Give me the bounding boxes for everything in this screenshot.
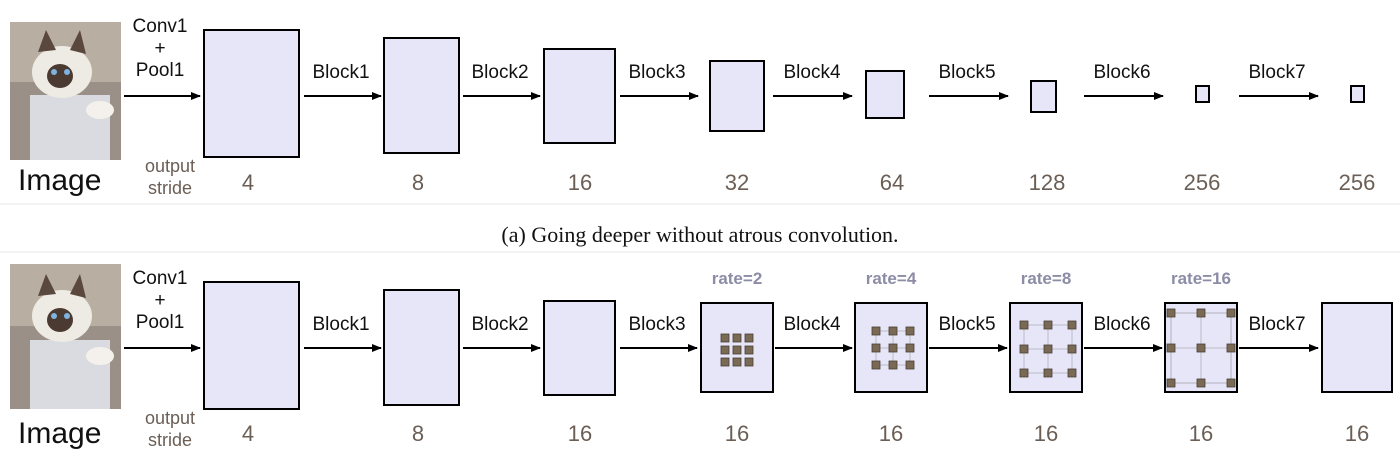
- block-label: Block6: [1093, 314, 1150, 335]
- rate-label: rate=4: [866, 269, 917, 288]
- stride-value: 16: [1189, 421, 1213, 446]
- block-label: Block7: [1248, 314, 1305, 335]
- stride-value: 16: [568, 421, 592, 446]
- atrous-kernel-rate-8: [1019, 320, 1077, 378]
- stem-label-line1: Conv1: [133, 16, 188, 37]
- feature-map: [865, 70, 905, 119]
- feature-map-stem: [203, 281, 300, 410]
- input-label: Image: [18, 417, 101, 450]
- block-label: Block6: [1093, 62, 1150, 83]
- stride-label-line2: stride: [148, 178, 192, 198]
- stride-value: 16: [1034, 421, 1058, 446]
- stride-value: 16: [568, 170, 592, 195]
- atrous-kernel-rate-4: [871, 326, 915, 370]
- panel-b: Image Conv1 + Pool1 output stride 4 Bloc…: [10, 264, 1393, 450]
- stem-label-line2: +: [154, 290, 165, 311]
- panel-a-caption: (a) Going deeper without atrous convolut…: [501, 222, 898, 247]
- block-label: Block5: [938, 314, 995, 335]
- stride-value: 16: [879, 421, 903, 446]
- block-label: Block4: [783, 314, 840, 335]
- atrous-kernel-rate-16: [1166, 308, 1236, 388]
- block-label: Block1: [312, 314, 369, 335]
- rate-label: rate=16: [1171, 269, 1231, 288]
- feature-map: [383, 37, 460, 154]
- block-label: Block3: [628, 62, 685, 83]
- input-label: Image: [18, 164, 101, 197]
- feature-map: [543, 300, 616, 396]
- stride-value: 8: [412, 421, 424, 446]
- panel-a: Image Conv1 + Pool1 output stride 4 Bloc…: [10, 16, 1375, 198]
- feature-map: [543, 48, 616, 144]
- stem-label-line3: Pool1: [136, 312, 185, 333]
- block-label: Block2: [471, 62, 528, 83]
- stem-label-line2: +: [154, 38, 165, 59]
- stride-value: 128: [1029, 170, 1066, 195]
- feature-map: [1195, 85, 1210, 103]
- feature-map: [1321, 302, 1393, 393]
- stride-value: 256: [1184, 170, 1221, 195]
- rate-label: rate=8: [1021, 269, 1072, 288]
- stride-value: 64: [880, 170, 904, 195]
- stride-label-line1: output: [145, 156, 195, 176]
- stride-value: 32: [725, 170, 749, 195]
- atrous-kernel-rate-2: [720, 333, 754, 367]
- stem-label-line3: Pool1: [136, 60, 185, 81]
- stem-label-line1: Conv1: [133, 268, 188, 289]
- feature-map-stem: [203, 29, 300, 158]
- stride-label-line2: stride: [148, 430, 192, 450]
- block-label: Block3: [628, 314, 685, 335]
- block-label: Block5: [938, 62, 995, 83]
- stride-value-stem: 4: [242, 170, 254, 195]
- input-image-a: [10, 22, 121, 160]
- stride-value: 16: [1345, 421, 1369, 446]
- stride-label-line1: output: [145, 408, 195, 428]
- stride-value: 8: [412, 170, 424, 195]
- feature-map: [709, 60, 765, 132]
- feature-map: [383, 289, 460, 406]
- rate-label: rate=2: [712, 269, 763, 288]
- block-label: Block7: [1248, 62, 1305, 83]
- block-label: Block2: [471, 314, 528, 335]
- block-label: Block4: [783, 62, 840, 83]
- stride-value-stem: 4: [242, 421, 254, 446]
- feature-map: [1350, 85, 1365, 103]
- stride-value: 256: [1339, 170, 1376, 195]
- stride-value: 16: [725, 421, 749, 446]
- input-image-b: [10, 264, 121, 409]
- block-label: Block1: [312, 62, 369, 83]
- feature-map: [1030, 80, 1057, 113]
